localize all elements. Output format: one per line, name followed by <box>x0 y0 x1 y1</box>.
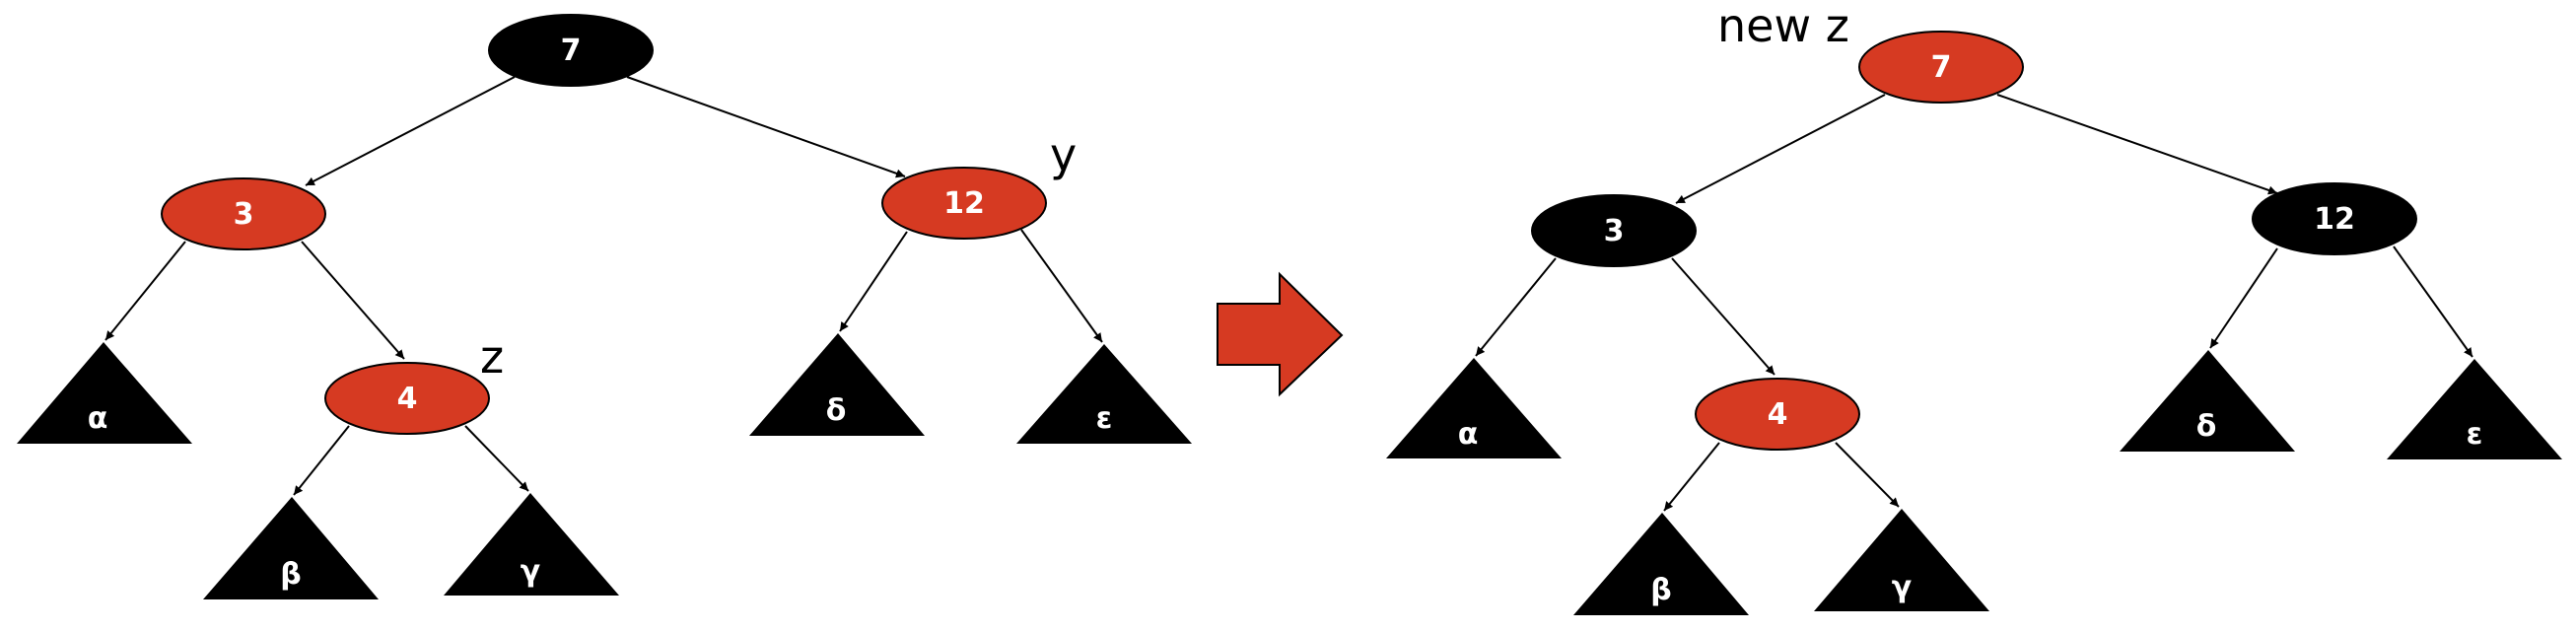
node-7: 7 <box>488 14 654 87</box>
node-label: 12 <box>943 186 985 221</box>
subtree-label-gamma: γ <box>1892 570 1912 604</box>
subtree-label-gamma: γ <box>521 554 540 589</box>
edge-4-to-beta <box>1663 442 1720 512</box>
subtree-alpha: α <box>1386 358 1562 458</box>
subtree-epsilon: ε <box>1016 344 1192 444</box>
node-shape <box>1858 31 2024 104</box>
subtree-label-delta: δ <box>2196 409 2217 444</box>
subtree-triangle <box>1016 344 1192 444</box>
node-label: 4 <box>397 382 418 416</box>
node-shape <box>881 167 1047 240</box>
edge-7-to-12 <box>1996 94 2278 195</box>
subtree-triangle <box>203 497 379 599</box>
node-shape <box>2252 182 2417 255</box>
edge-12-to-delta <box>839 231 908 332</box>
subtree-delta: δ <box>2120 350 2295 452</box>
edge-7-to-3 <box>305 76 516 186</box>
node-label: 7 <box>1931 50 1952 85</box>
edge-3-to-4 <box>301 241 405 360</box>
subtree-triangle <box>2120 350 2295 452</box>
node-4: 4 <box>324 362 490 435</box>
node-label: 7 <box>561 34 582 68</box>
node-label: 12 <box>2314 202 2355 237</box>
node-label: 4 <box>1768 397 1788 432</box>
node-3: 3 <box>161 177 326 250</box>
subtree-triangle <box>17 342 192 444</box>
subtree-alpha: α <box>17 342 192 444</box>
annotation-new-z: new z <box>1717 0 1849 52</box>
subtree-beta: β <box>1573 513 1749 615</box>
edge-4-to-gamma <box>1835 442 1900 508</box>
subtree-label-epsilon: ε <box>2467 417 2483 452</box>
after-tree: α β γ δ ε 7 3 12 <box>1386 0 2562 615</box>
subtree-triangle <box>2387 359 2562 459</box>
edge-7-to-3 <box>1675 94 1886 204</box>
subtree-gamma: γ <box>444 493 619 596</box>
edge-12-to-epsilon <box>1020 229 1103 343</box>
node-shape <box>161 177 326 250</box>
subtree-triangle <box>1814 509 1989 611</box>
subtree-triangle <box>444 493 619 596</box>
node-shape <box>324 362 490 435</box>
node-12: 12 <box>881 167 1047 240</box>
subtree-label-beta: β <box>1650 573 1671 607</box>
node-shape <box>1695 378 1860 451</box>
subtree-beta: β <box>203 497 379 599</box>
edge-7-to-12 <box>626 76 906 178</box>
edge-3-to-alpha <box>1475 257 1557 357</box>
subtree-triangle <box>1573 513 1749 615</box>
node-3: 3 <box>1531 194 1697 267</box>
subtree-gamma: γ <box>1814 509 1989 611</box>
right-arrow-icon <box>1217 271 1344 397</box>
subtree-label-delta: δ <box>826 393 847 428</box>
node-label: 3 <box>234 197 254 232</box>
subtree-triangle <box>749 333 925 436</box>
subtree-label-epsilon: ε <box>1096 401 1113 436</box>
node-4: 4 <box>1695 378 1860 451</box>
annotation-z: z <box>480 330 504 384</box>
subtree-label-beta: β <box>280 557 301 592</box>
subtree-triangle <box>1386 358 1562 458</box>
annotation-y: y <box>1050 128 1077 181</box>
subtree-epsilon: ε <box>2387 359 2562 459</box>
subtree-delta: δ <box>749 333 925 436</box>
before-tree: α β γ δ ε 7 3 12 <box>17 14 1192 599</box>
subtree-label-alpha: α <box>88 401 108 436</box>
edge-4-to-beta <box>293 425 350 496</box>
node-label: 3 <box>1604 214 1625 248</box>
node-7: 7 <box>1858 31 2024 104</box>
edge-3-to-4 <box>1671 257 1775 376</box>
edge-3-to-alpha <box>104 241 186 341</box>
edge-12-to-delta <box>2209 247 2278 349</box>
edge-12-to-epsilon <box>2393 246 2473 358</box>
node-shape <box>488 14 654 87</box>
edge-4-to-gamma <box>464 425 529 492</box>
node-shape <box>1531 194 1697 267</box>
subtree-label-alpha: α <box>1458 417 1479 452</box>
node-12: 12 <box>2252 182 2417 255</box>
